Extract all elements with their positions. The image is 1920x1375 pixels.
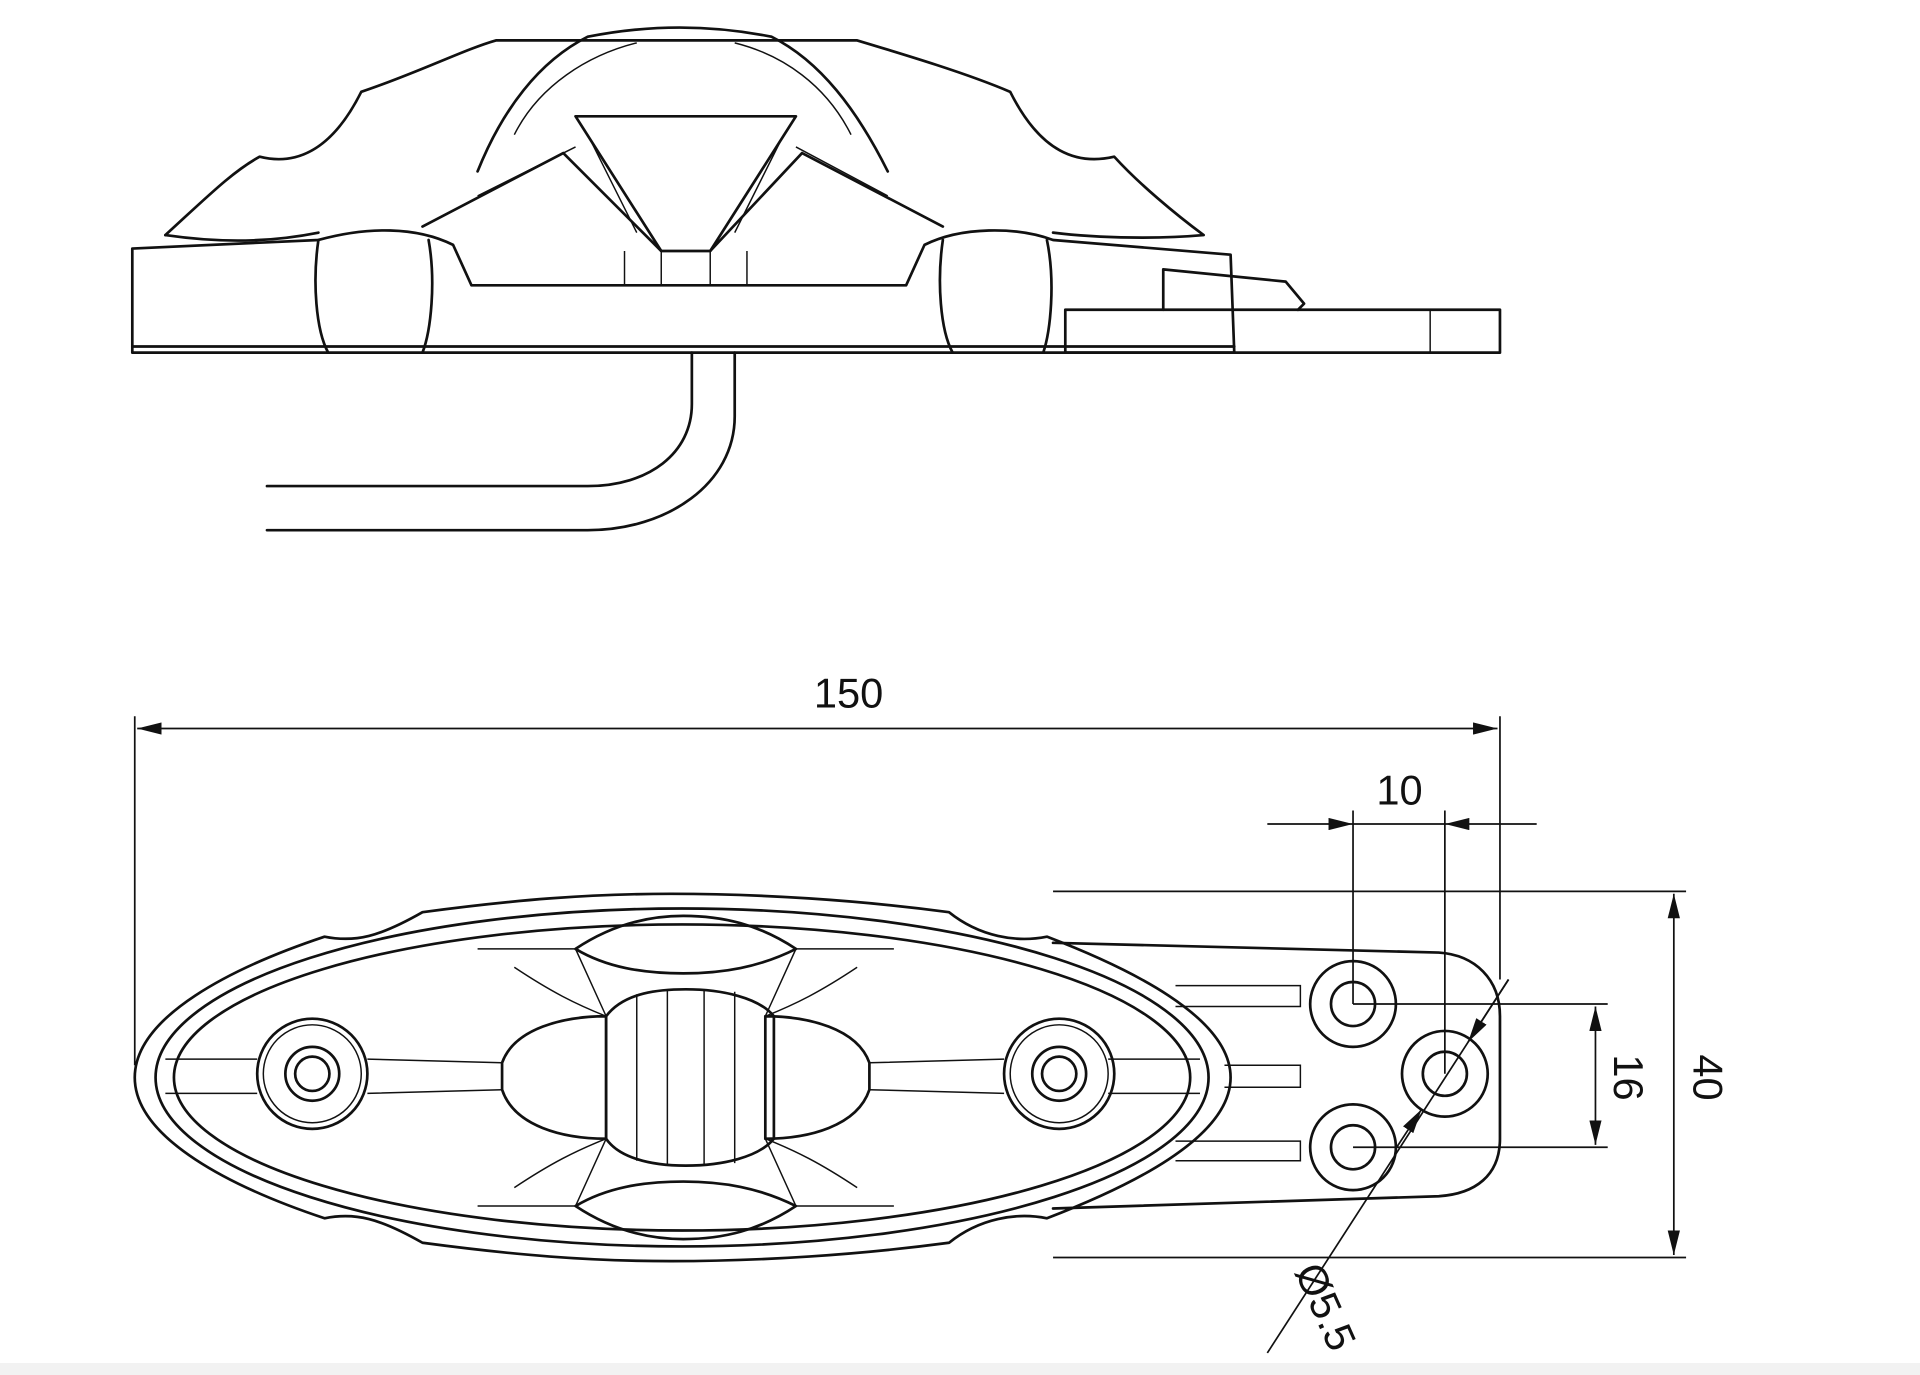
bottom-strip — [0, 1363, 1920, 1375]
cable-inner — [265, 351, 737, 532]
dim-16: 16 — [1605, 1054, 1652, 1100]
side-shell — [164, 39, 1206, 239]
center-lens — [604, 987, 776, 1167]
cable-outer — [265, 351, 694, 488]
side-tab — [1063, 308, 1502, 354]
housing-rim — [154, 907, 1210, 1248]
dim-40: 40 — [1684, 1054, 1731, 1100]
mount-left — [255, 1017, 369, 1131]
side-base — [130, 229, 1236, 354]
plan-view — [133, 892, 1502, 1263]
mount-right — [1002, 1017, 1116, 1131]
bracket-holes — [1308, 959, 1490, 1192]
dim-10: 10 — [1376, 766, 1422, 813]
side-dome — [476, 26, 890, 173]
dim-150: 150 — [814, 670, 883, 717]
side-view — [130, 26, 1502, 532]
housing-outer — [133, 892, 1232, 1263]
bracket — [1051, 941, 1502, 1210]
dimensions: 150 10 16 40 Ø5.5 — [133, 670, 1731, 1357]
